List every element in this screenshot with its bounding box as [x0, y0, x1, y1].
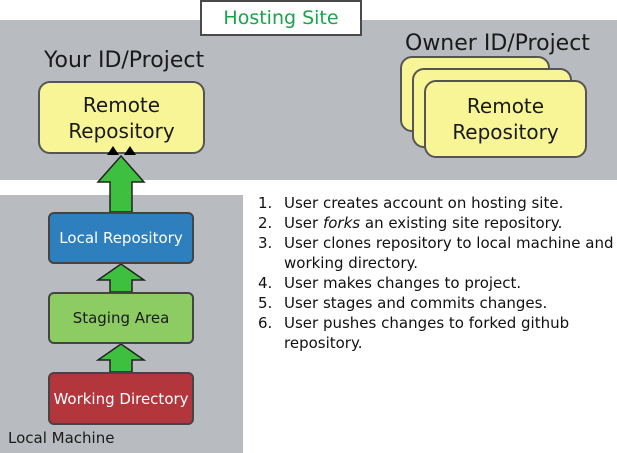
owner-remote-line1: Remote — [466, 94, 545, 118]
local-repository-label: Local Repository — [59, 229, 183, 247]
step-number: 5. — [258, 294, 273, 312]
step-number: 4. — [258, 274, 273, 292]
step-item: 1. User creates account on hosting site. — [258, 193, 614, 213]
step-item: 2. User forks an existing site repository… — [258, 213, 614, 233]
step-number: 3. — [258, 234, 273, 252]
step-number: 6. — [258, 314, 273, 332]
step-text: User creates account on hosting site. — [284, 193, 614, 213]
step-text-pre: User stages and commits changes. — [284, 294, 548, 312]
your-remote-line1: Remote — [82, 92, 161, 117]
local-repository-box: Local Repository — [48, 212, 194, 264]
step-item: 6. User pushes changes to forked github r… — [258, 313, 614, 353]
step-text-pre: User — [284, 214, 323, 232]
owner-project-heading: Owner ID/Project — [405, 31, 590, 56]
working-directory-box: Working Directory — [48, 372, 194, 425]
step-item: 3. User clones repository to local machin… — [258, 233, 614, 273]
working-directory-label: Working Directory — [53, 389, 189, 408]
step-text: User makes changes to project. — [284, 273, 614, 293]
step-text-pre: User clones repository to local machine … — [284, 234, 614, 272]
step-number: 2. — [258, 214, 273, 232]
your-project-heading: Your ID/Project — [44, 48, 205, 73]
steps-list: 1.User creates account on hosting site.2… — [258, 193, 614, 353]
owner-remote-line2: Repository — [452, 120, 559, 144]
step-text: User stages and commits changes. — [284, 293, 614, 313]
hosting-site-title-text: Hosting Site — [223, 7, 339, 29]
local-machine-label: Local Machine — [8, 429, 115, 447]
step-text: User clones repository to local machine … — [284, 233, 614, 273]
step-text-pre: User makes changes to project. — [284, 274, 522, 292]
owner-remote-repository: Remote Repository — [424, 80, 587, 158]
step-text-post: an existing site repository. — [360, 214, 563, 232]
hosting-site-title: Hosting Site — [200, 0, 362, 36]
step-text: User forks an existing site repository. — [284, 213, 614, 233]
step-text-pre: User creates account on hosting site. — [284, 194, 564, 212]
step-number: 1. — [258, 194, 273, 212]
your-remote-line2: Repository — [68, 118, 175, 143]
staging-area-box: Staging Area — [48, 292, 194, 344]
step-item: 4. User makes changes to project. — [258, 273, 614, 293]
step-text: User pushes changes to forked github rep… — [284, 313, 614, 353]
step-text-pre: User pushes changes to forked github rep… — [284, 314, 570, 352]
your-remote-repository: Remote Repository — [38, 81, 205, 154]
step-item: 5. User stages and commits changes. — [258, 293, 614, 313]
step-text-emphasis: forks — [322, 214, 361, 232]
staging-area-label: Staging Area — [72, 309, 170, 327]
